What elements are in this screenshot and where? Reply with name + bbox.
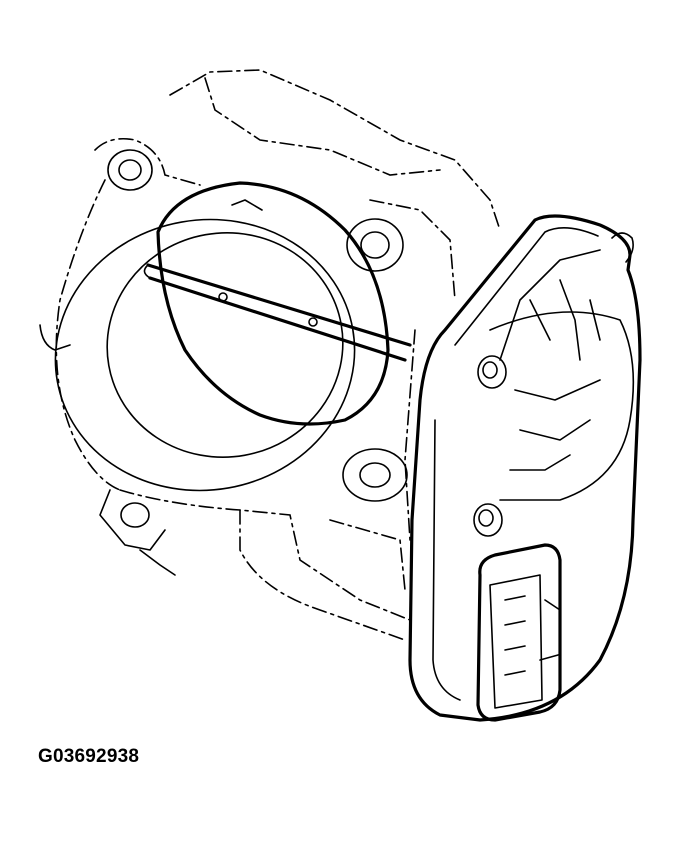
electrical-connector bbox=[476, 543, 562, 722]
actuator-housing bbox=[408, 214, 642, 722]
throttle-plate bbox=[143, 181, 412, 426]
mounting-boss-upper-right bbox=[346, 218, 404, 272]
throttle-bore bbox=[54, 218, 356, 492]
mounting-boss-upper-left bbox=[107, 149, 153, 191]
throttle-housing bbox=[39, 69, 501, 641]
actuator-bolt-lower bbox=[473, 503, 503, 537]
mounting-boss-lower-right bbox=[342, 448, 408, 502]
mounting-bracket-lower-left bbox=[99, 489, 176, 576]
figure-code: G03692938 bbox=[38, 746, 140, 767]
gear-cover bbox=[489, 249, 635, 501]
actuator-bolt-upper bbox=[477, 355, 507, 389]
